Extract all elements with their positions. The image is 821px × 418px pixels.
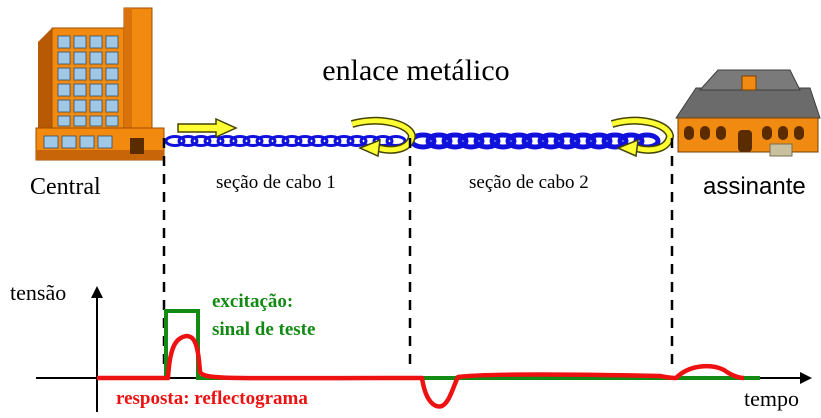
excitation-label-line1: excitação:	[212, 291, 293, 312]
dashed-guides	[162, 138, 674, 372]
cable-link	[229, 135, 251, 147]
cable-link	[333, 135, 355, 147]
cable-section-2	[409, 132, 661, 150]
cable-link	[307, 135, 329, 147]
cable-link	[177, 135, 199, 147]
cable-link	[294, 135, 316, 147]
cable-link	[489, 132, 517, 150]
cable-link	[601, 132, 629, 150]
response-label: resposta: reflectograma	[116, 388, 308, 409]
cable-link	[425, 132, 453, 150]
cable-link	[537, 132, 565, 150]
x-axis-label: tempo	[744, 386, 799, 411]
cable-link	[216, 135, 238, 147]
cable-section-1	[164, 135, 407, 147]
cable-link	[203, 135, 225, 147]
y-axis-label: tensão	[10, 280, 66, 305]
cable-link	[553, 132, 581, 150]
cable-link	[268, 135, 290, 147]
assinante-label: assinante	[703, 173, 806, 200]
excitation-label-line2: sinal de teste	[212, 319, 315, 340]
cable-link	[585, 132, 613, 150]
house-icon	[675, 69, 821, 157]
cable-link	[164, 135, 186, 147]
central-label: Central	[30, 174, 101, 200]
cable-link	[441, 132, 469, 150]
cable-link	[473, 132, 501, 150]
cable-link	[457, 132, 485, 150]
section-2-label: seção de cabo 2	[469, 172, 589, 193]
diagram-title: enlace metálico	[322, 54, 509, 87]
response-signal	[97, 333, 745, 409]
office-building-icon	[35, 7, 165, 161]
cable-link	[505, 132, 533, 150]
right-arrow-icon	[177, 117, 238, 139]
cable-link	[190, 135, 212, 147]
cable-link	[320, 135, 342, 147]
cable-link	[569, 132, 597, 150]
section-1-label: seção de cabo 1	[216, 172, 336, 193]
cable-link	[281, 135, 303, 147]
cable-link	[521, 132, 549, 150]
reflection-arrow-icon	[610, 116, 675, 158]
cable-link	[242, 135, 264, 147]
cable-link	[346, 135, 368, 147]
reflection-arrow-icon	[350, 116, 417, 158]
cable-link	[255, 135, 277, 147]
